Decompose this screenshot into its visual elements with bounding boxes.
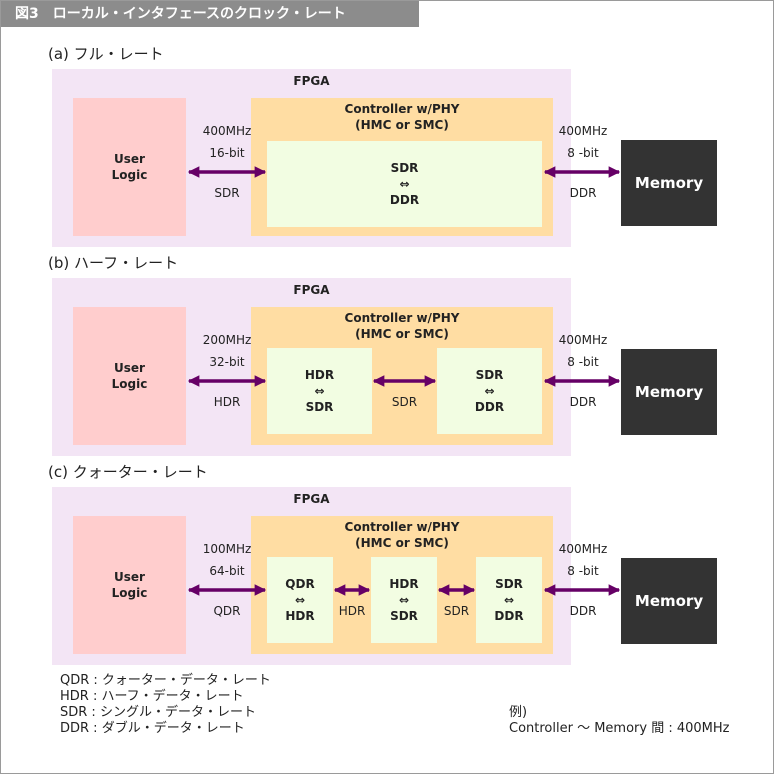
right-freq-label: 400MHz [558,333,608,347]
controller-title: Controller w/PHY (HMC or SMC) [344,311,460,341]
right-width-label: 8 -bit [567,146,599,160]
example-text: Controller ～ Memory 間 : 400MHz [509,721,730,736]
figure-title-bar: 図3 ローカル・インタフェースのクロック・レート [1,1,419,27]
right-width-label: 8 -bit [567,564,599,578]
controller-title: Controller w/PHY (HMC or SMC) [344,520,460,550]
legend: QDR : クォーター・データ・レート HDR : ハーフ・データ・レート SD… [60,673,271,737]
memory-block: Memory [621,140,717,226]
fpga-label: FPGA [293,492,330,506]
example-heading: 例) [509,705,528,720]
right-rate-label: DDR [569,395,597,409]
right-width-label: 8 -bit [567,355,599,369]
right-freq-label: 400MHz [558,124,608,138]
left-width-label: 16-bit [209,146,245,160]
left-freq-label: 400MHz [202,124,252,138]
converter-qdr-hdr-block: QDR ⇔ HDR [267,557,333,643]
converter-hdr-sdr-block: HDR ⇔ SDR [371,557,437,643]
converter-sdr-ddr-block: SDR ⇔ DDR [437,348,542,434]
left-freq-label: 200MHz [202,333,252,347]
converter-hdr-sdr-block: HDR ⇔ SDR [267,348,372,434]
user-logic-block: User Logic [73,98,186,236]
section-title-b: (b) ハーフ・レート [48,254,179,272]
user-logic-block: User Logic [73,307,186,445]
left-width-label: 32-bit [209,355,245,369]
user-logic-block: User Logic [73,516,186,654]
internal-rate-label: HDR [338,604,366,618]
fpga-label: FPGA [293,74,330,88]
left-freq-label: 100MHz [202,542,252,556]
memory-block: Memory [621,558,717,644]
internal-rate-label: SDR [443,604,470,618]
internal-rate-label: SDR [391,395,418,409]
right-freq-label: 400MHz [558,542,608,556]
controller-title: Controller w/PHY (HMC or SMC) [344,102,460,132]
converter-sdr-ddr-block: SDR ⇔ DDR [476,557,542,643]
left-width-label: 64-bit [209,564,245,578]
section-title-a: (a) フル・レート [48,45,164,63]
left-rate-label: SDR [214,186,240,200]
legend-item-ddr: DDR : ダブル・データ・レート [60,721,245,736]
converter-sdr-ddr-block: SDR ⇔ DDR [267,141,542,227]
legend-item-qdr: QDR : クォーター・データ・レート [60,673,271,688]
memory-block: Memory [621,349,717,435]
legend-item-sdr: SDR : シングル・データ・レート [60,705,256,720]
fpga-label: FPGA [293,283,330,297]
left-rate-label: HDR [213,395,241,409]
figure-title: ローカル・インタフェースのクロック・レート [52,6,346,22]
example-note: 例) Controller ～ Memory 間 : 400MHz [509,705,730,737]
legend-item-hdr: HDR : ハーフ・データ・レート [60,689,244,704]
section-title-c: (c) クォーター・レート [48,463,208,481]
right-rate-label: DDR [569,604,597,618]
left-rate-label: QDR [213,604,241,618]
figure-number: 図3 [15,6,39,22]
right-rate-label: DDR [569,186,597,200]
